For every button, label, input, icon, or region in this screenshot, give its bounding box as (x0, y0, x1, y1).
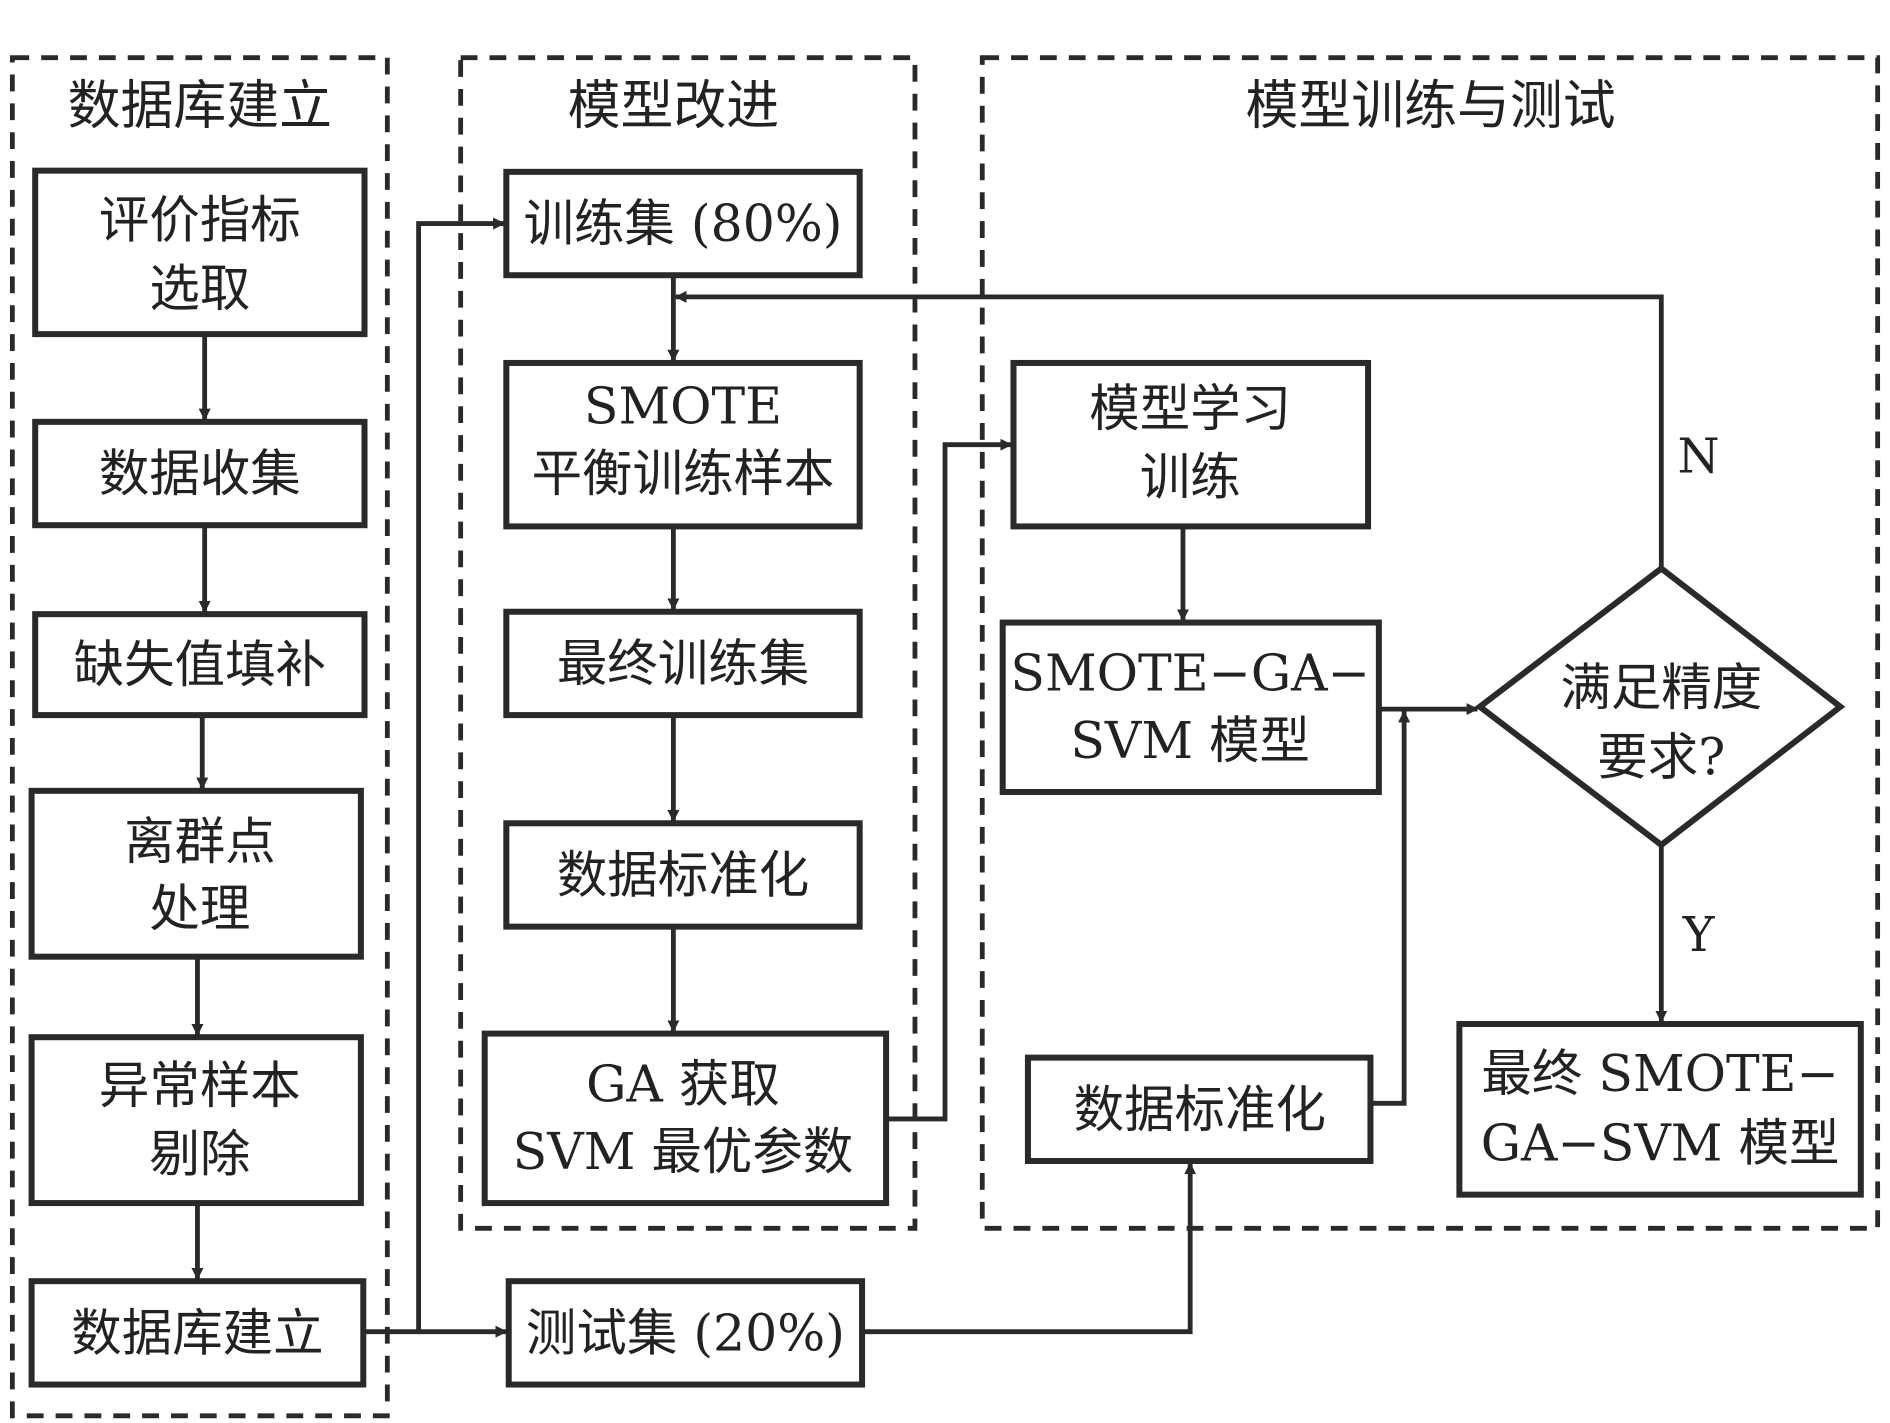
section-train-test-title: 模型训练与测试 (1245, 75, 1615, 136)
node-smote-ga-svm-model: SMOTE−GA− SVM 模型 (999, 619, 1382, 796)
section-model-improve-title: 模型改进 (568, 75, 780, 136)
node-accuracy-decision: 满足精度 要求? (1474, 564, 1846, 849)
svg-text:训练: 训练 (1140, 448, 1241, 507)
svg-text:SMOTE: SMOTE (584, 377, 782, 436)
svg-text:GA−SVM 模型: GA−SVM 模型 (1481, 1113, 1840, 1172)
section-database-frame (9, 55, 390, 1419)
svg-text:最终训练集: 最终训练集 (557, 634, 809, 693)
svg-text:数据收集: 数据收集 (99, 444, 301, 503)
node-smote-balance: SMOTE 平衡训练样本 (503, 359, 863, 530)
edge-label-no: N (1678, 429, 1720, 485)
svg-text:数据库建立: 数据库建立 (71, 1303, 323, 1362)
node-missing-value-imputation: 缺失值填补 (32, 611, 368, 719)
arrow-decision-no-loop (674, 290, 1664, 569)
svg-text:要求?: 要求? (1597, 728, 1725, 787)
node-normalize-test: 数据标准化 (1024, 1054, 1374, 1164)
section-train-test-frame (979, 55, 1881, 1231)
arrow-ga-to-learning (886, 438, 1013, 1122)
svg-text:SVM 最优参数: SVM 最优参数 (513, 1122, 854, 1181)
node-ga-optimal-params: GA 获取 SVM 最优参数 (481, 1030, 890, 1207)
svg-text:模型学习: 模型学习 (1089, 379, 1291, 438)
svg-text:数据标准化: 数据标准化 (1074, 1080, 1326, 1139)
node-final-model: 最终 SMOTE− GA−SVM 模型 (1456, 1020, 1864, 1198)
svg-text:评价指标: 评价指标 (99, 190, 301, 249)
node-train-set: 训练集 (80%) (503, 168, 863, 279)
svg-text:SMOTE−GA−: SMOTE−GA− (1010, 644, 1369, 703)
svg-text:处理: 处理 (149, 879, 250, 938)
node-normalize-train: 数据标准化 (503, 820, 863, 930)
svg-text:SVM 模型: SVM 模型 (1070, 711, 1310, 770)
section-database-title: 数据库建立 (68, 75, 332, 136)
node-database-build: 数据库建立 (28, 1278, 367, 1388)
svg-text:剔除: 剔除 (149, 1124, 250, 1183)
svg-text:选取: 选取 (149, 259, 250, 318)
svg-text:满足精度: 满足精度 (1560, 658, 1762, 717)
arrow-normalize-to-model-join (1370, 710, 1411, 1106)
svg-text:最终 SMOTE−: 最终 SMOTE− (1481, 1044, 1838, 1103)
svg-text:训练集 (80%): 训练集 (80%) (523, 194, 842, 253)
svg-text:异常样本: 异常样本 (99, 1056, 301, 1115)
arrow-database-to-train (363, 217, 506, 1335)
svg-text:测试集 (20%): 测试集 (20%) (526, 1303, 845, 1362)
svg-text:GA 获取: GA 获取 (586, 1055, 780, 1114)
arrow-test-to-normalize (862, 1162, 1197, 1335)
node-indicator-selection: 评价指标 选取 (32, 167, 368, 338)
svg-text:数据标准化: 数据标准化 (557, 845, 809, 904)
node-data-collection: 数据收集 (32, 418, 368, 529)
node-model-learning: 模型学习 训练 (1010, 359, 1372, 530)
svg-text:离群点: 离群点 (124, 812, 275, 871)
node-test-set: 测试集 (20%) (505, 1278, 866, 1388)
section-model-improve-frame (458, 55, 918, 1231)
edge-label-yes: Y (1682, 907, 1716, 963)
node-final-train-set: 最终训练集 (503, 608, 863, 719)
svg-text:缺失值填补: 缺失值填补 (74, 635, 326, 694)
node-abnormal-sample-removal: 异常样本 剔除 (28, 1034, 364, 1207)
svg-text:平衡训练样本: 平衡训练样本 (532, 444, 835, 503)
node-outlier-processing: 离群点 处理 (28, 787, 364, 960)
